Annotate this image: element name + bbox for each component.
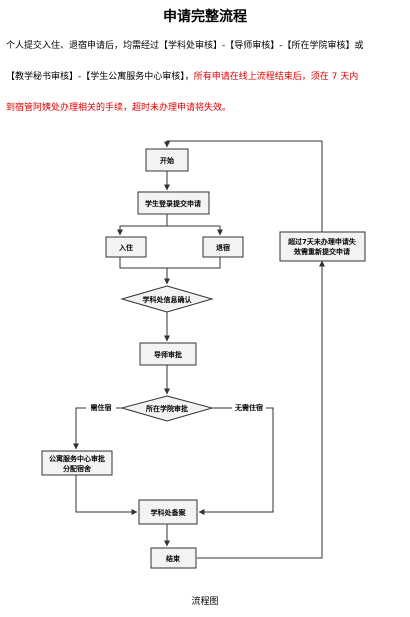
edge-checkin-confirm (119, 257, 170, 285)
node-checkout-box (202, 236, 244, 258)
node-advisor-box (139, 342, 197, 366)
edge-apartment-record (75, 475, 138, 515)
node-start-label: 开始 (160, 156, 174, 165)
edge-label-no-housing: 无需住宿 (234, 403, 263, 412)
node-confirm-diamond (120, 285, 214, 313)
node-expire-label-1: 超过7天未办理申请失 (288, 237, 357, 246)
node-record-box (138, 499, 198, 525)
intro-line-2: 【教学秘书审核】-【学生公寓服务中心审核】，所有申请在线上流程结束后，须在 7 … (6, 71, 406, 83)
node-record-label: 学科处备案 (151, 508, 187, 517)
node-confirm-label: 学科处信息确认 (143, 295, 193, 304)
page-title: 申请完整流程 (163, 9, 247, 25)
intro-line-3: 到宿管阿姨处办理相关的手续，超时未办理申请将失效。 (6, 103, 232, 113)
node-submit-label: 学生登录提交申请 (145, 199, 201, 208)
edge-submit-checkout (166, 214, 223, 236)
edge-checkout-confirm (167, 257, 221, 269)
node-start-box (145, 148, 189, 172)
edge-college-apartment (73, 407, 122, 450)
node-expire-box (279, 231, 366, 262)
edge-expire-start (164, 140, 323, 232)
node-checkout-label: 退宿 (216, 243, 230, 252)
node-advisor-label: 导师审批 (154, 350, 182, 359)
node-end-box (150, 547, 197, 569)
intro-line-2-red: 所有申请在线上流程结束后，须在 7 天内 (193, 72, 359, 82)
intro-line-1: 个人提交入住、退宿申请后，均需经过【学科处审核】-【导师审核】-【所在学院审核】… (6, 41, 364, 51)
node-checkin-label: 入住 (118, 243, 133, 252)
edge-end-expire (197, 260, 325, 559)
edge-college-record (198, 407, 274, 515)
node-college-diamond (120, 395, 214, 422)
edge-submit-checkin (117, 214, 168, 236)
intro-line-2-black: 【教学秘书审核】-【学生公寓服务中心审核】， (6, 72, 194, 82)
node-apartment-label-1: 公寓服务中心审批 (49, 454, 105, 463)
node-end-label: 结束 (165, 554, 181, 563)
node-apartment-label-2: 分配宿舍 (63, 464, 92, 473)
node-apartment-box (41, 450, 113, 476)
node-submit-box (137, 191, 210, 215)
node-college-label: 所在学院审批 (146, 404, 188, 413)
figure-caption: 流程图 (191, 597, 219, 607)
node-checkin-box (105, 236, 147, 258)
edge-label-need-housing: 需住宿 (91, 403, 112, 412)
node-expire-label-2: 效需重新提交申请 (294, 247, 350, 256)
